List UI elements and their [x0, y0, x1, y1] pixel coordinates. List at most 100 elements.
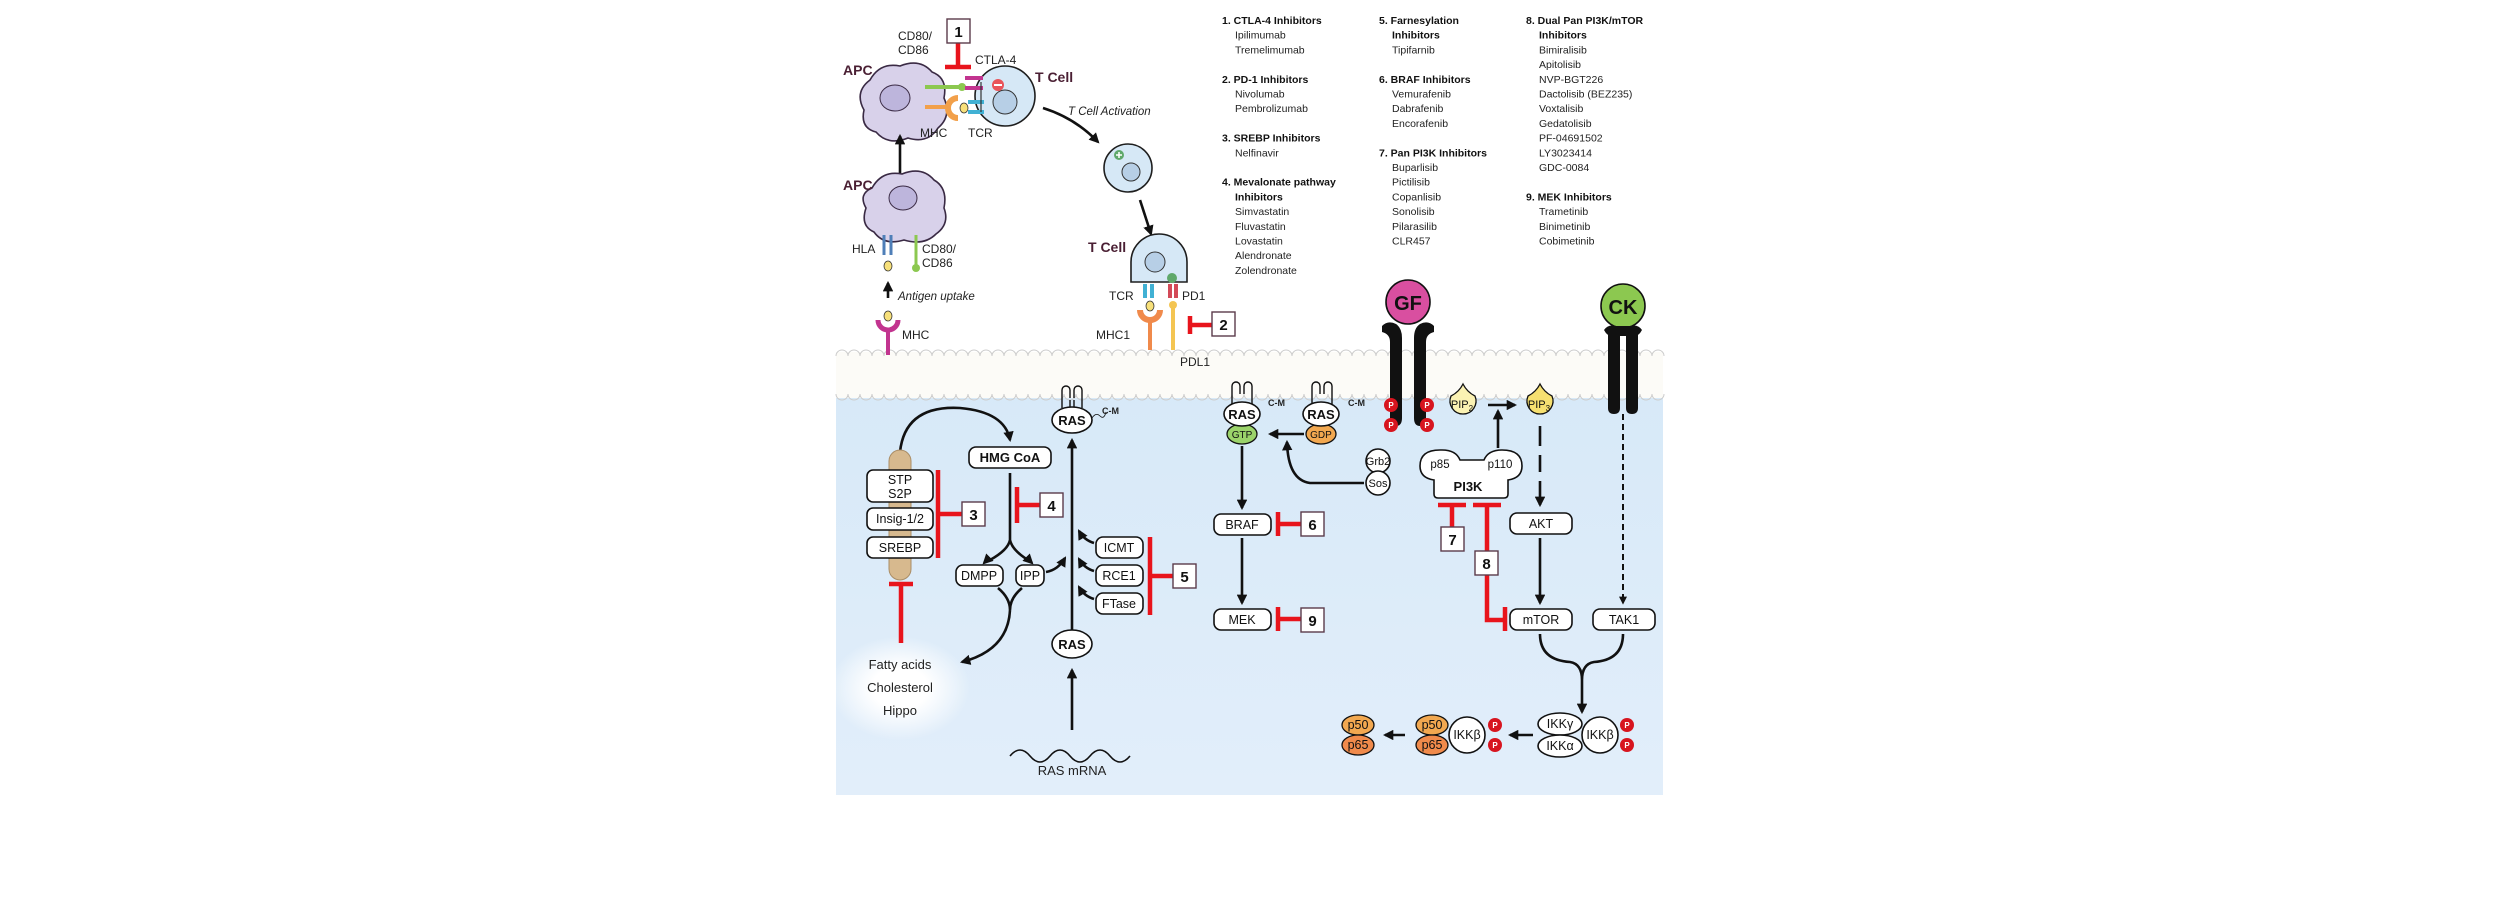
phosphate-label: P: [1624, 721, 1630, 730]
inhibitor-box-4: [1039, 492, 1064, 518]
inhibitor-box-9: [1300, 607, 1325, 633]
inhibitor-box-5: [1172, 563, 1197, 589]
legend-drug: Tipifarnib: [1392, 44, 1435, 56]
akt-node: [1509, 512, 1573, 535]
legend-drug: Dabrafenib: [1392, 103, 1444, 115]
ras-label: RAS: [1058, 637, 1086, 652]
apc-nucleus: [879, 84, 911, 112]
rce1-label: RCE1: [1102, 569, 1135, 583]
inhibitor-legend: 1. CTLA-4 InhibitorsIpilimumabTremelimum…: [1222, 15, 1644, 277]
legend-drug: Ipilimumab: [1235, 30, 1286, 42]
legend-drug: Simvastatin: [1235, 206, 1289, 218]
srebp-node: [866, 536, 934, 559]
inhibitor-box-2: [1211, 311, 1236, 337]
phosphate-label: P: [1492, 741, 1498, 750]
legend-drug: Bimiralisib: [1539, 44, 1587, 56]
legend-group-title: 1. CTLA-4 Inhibitors: [1222, 15, 1322, 27]
legend-drug: Vemurafenib: [1392, 89, 1451, 101]
ras-membrane-node: [1051, 406, 1093, 434]
pip3-label: PIP3: [1528, 399, 1551, 413]
fatty-acids-label: Fatty acids: [869, 657, 932, 672]
hmg-coa-node: [968, 446, 1052, 469]
inhibition-1: [945, 43, 971, 70]
insig-node: [866, 507, 934, 531]
legend-drug: Apitolisib: [1539, 59, 1581, 71]
mtor-node: [1509, 608, 1573, 631]
phosphate-icon: [1488, 738, 1502, 752]
legend-drug: Pilarasilib: [1392, 221, 1437, 233]
apc-label-top: APC: [843, 62, 873, 78]
legend-drug: Zolendronate: [1235, 265, 1297, 277]
hla-label: HLA: [852, 242, 875, 256]
tcell-label-bottom: T Cell: [1088, 239, 1126, 255]
legend-group-title-cont: Inhibitors: [1235, 191, 1283, 203]
inhibition-9: [1275, 607, 1301, 631]
phosphate-icon: [1384, 398, 1398, 412]
legend-drug: GDC-0084: [1539, 162, 1589, 174]
phosphate-icon: [1488, 718, 1502, 732]
icmt-label: ICMT: [1104, 541, 1135, 555]
legend-drug: Encorafenib: [1392, 118, 1448, 130]
legend-group-title: 4. Mevalonate pathway: [1222, 177, 1336, 189]
phosphate-label: P: [1424, 421, 1430, 430]
gdp-label: GDP: [1310, 430, 1332, 441]
inhibitor-box-1: [946, 18, 971, 44]
inhibitor-number: 6: [1308, 517, 1316, 534]
legend-drug: Trametinib: [1539, 206, 1588, 218]
braf-label: BRAF: [1225, 518, 1259, 532]
tcr-label: TCR: [968, 126, 993, 140]
activation-label: T Cell Activation: [1068, 106, 1151, 118]
inhibitor-number: 9: [1308, 613, 1316, 630]
ikk-gamma-label: IKKγ: [1547, 717, 1574, 731]
tak1-node: [1592, 608, 1656, 631]
inhibitor-box-6: [1300, 511, 1325, 537]
pd1-label: PD1: [1182, 289, 1206, 303]
legend-drug: CLR457: [1392, 236, 1431, 248]
legend-group-title: 9. MEK Inhibitors: [1526, 191, 1612, 203]
inhibitor-number: 3: [969, 507, 977, 524]
p110-label: p110: [1488, 459, 1513, 471]
phosphate-icon: [1384, 418, 1398, 432]
stp-label: STP: [888, 473, 912, 487]
legend-drug: Pembrolizumab: [1235, 103, 1308, 115]
cd86-label: CD86: [898, 43, 929, 57]
srebp-label: SREBP: [879, 541, 921, 555]
ras-cytosol-node: [1051, 629, 1093, 659]
phosphate-label: P: [1624, 741, 1630, 750]
pi3k-label: PI3K: [1454, 479, 1484, 494]
legend-drug: Lovastatin: [1235, 236, 1283, 248]
ras-mrna-label: RAS mRNA: [1038, 763, 1107, 778]
tcell-label-top: T Cell: [1035, 69, 1073, 85]
insig-label: Insig-1/2: [876, 512, 924, 526]
inhibitor-box-8: [1474, 550, 1499, 576]
p65-label: p65: [1348, 738, 1369, 752]
dmpp-label: DMPP: [961, 569, 997, 583]
legend-drug: Dactolisib (BEZ235): [1539, 89, 1632, 101]
s2p-label: S2P: [888, 487, 912, 501]
inhibitor-number: 7: [1448, 532, 1456, 549]
inhibition-4: [1014, 487, 1040, 523]
legend-drug: Copanlisib: [1392, 191, 1441, 203]
dmpp-node: [955, 564, 1004, 587]
legend-drug: Binimetinib: [1539, 221, 1591, 233]
p50-label: p50: [1422, 718, 1443, 732]
ras-label: RAS: [1228, 407, 1256, 422]
cd80-label-b: CD80/: [922, 242, 957, 256]
phosphate-icon: [1420, 398, 1434, 412]
inhibitor-number: 8: [1482, 556, 1490, 573]
legend-group-title-cont: Inhibitors: [1539, 30, 1587, 42]
mtor-label: mTOR: [1523, 613, 1560, 627]
hmg-coa-label: HMG CoA: [980, 450, 1041, 465]
legend-drug: LY3023414: [1539, 147, 1592, 159]
ipp-node: [1015, 564, 1045, 587]
cholesterol-label: Cholesterol: [867, 680, 933, 695]
gf-label: GF: [1394, 293, 1422, 315]
ras-label: RAS: [1307, 407, 1335, 422]
pi3k-node: [1419, 449, 1523, 499]
icmt-node: [1095, 536, 1144, 559]
legend-drug: Sonolisib: [1392, 206, 1435, 218]
sos-node: [1365, 470, 1391, 496]
inhibitor-number: 2: [1219, 317, 1227, 334]
